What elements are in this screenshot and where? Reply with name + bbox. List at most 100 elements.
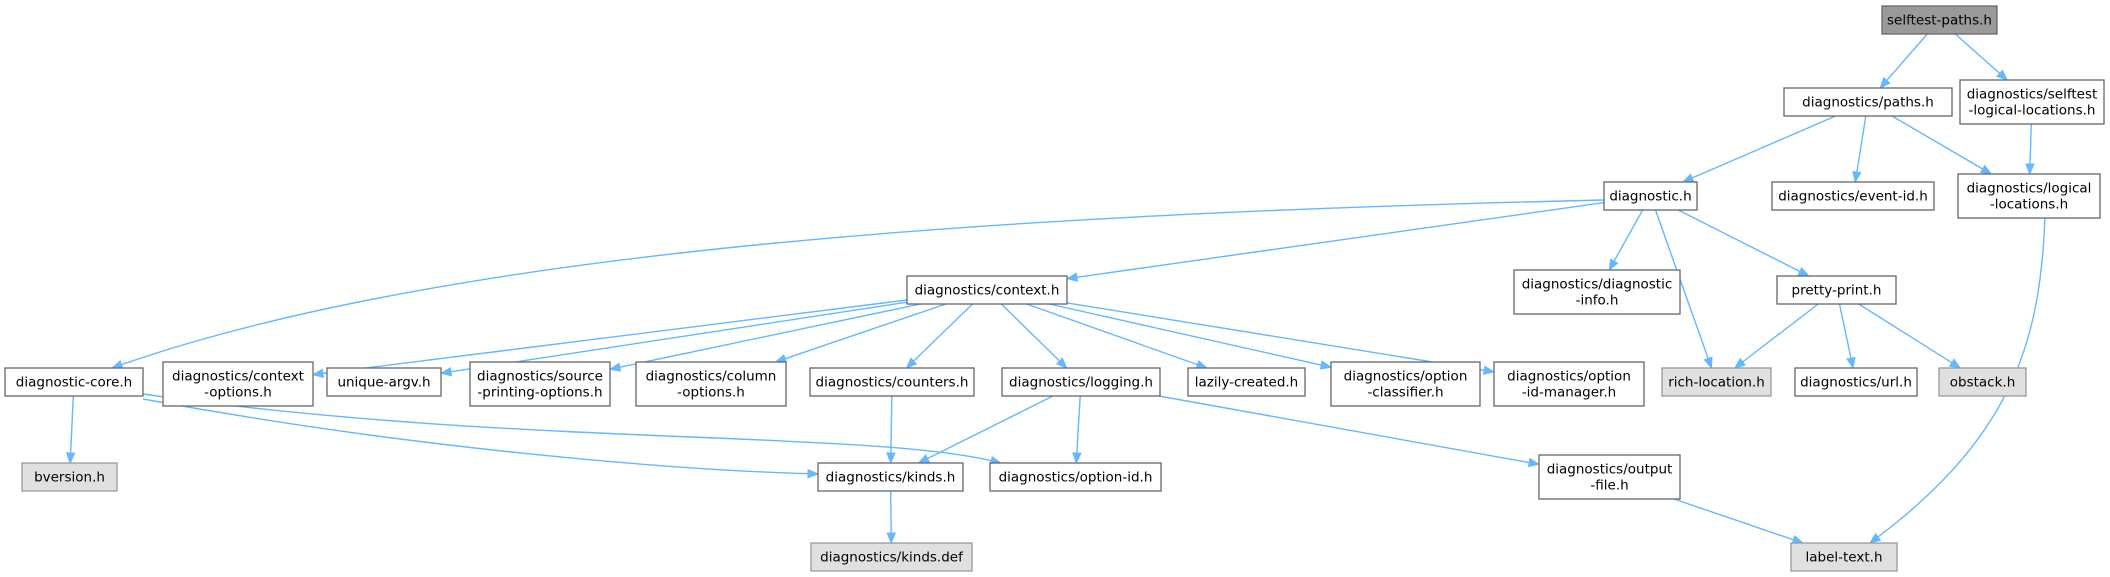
edge-logging-to-option_id — [1072, 395, 1082, 465]
node-diagnostic[interactable]: diagnostic.h — [1603, 181, 1698, 211]
arrowhead-icon — [917, 454, 931, 464]
edge-line — [1612, 209, 1644, 263]
arrowhead-icon — [1852, 170, 1862, 184]
arrowhead-icon — [2025, 163, 2035, 176]
node-box — [906, 275, 1068, 305]
edge-context-to-source_print — [608, 303, 921, 372]
node-box — [21, 462, 118, 492]
node-box — [1513, 269, 1681, 315]
node-label: diagnostics/context — [172, 369, 304, 385]
node-diag-core[interactable]: diagnostic-core.h — [4, 367, 144, 397]
node-label-text: label-text.h — [1790, 542, 1898, 572]
node-event-id[interactable]: diagnostics/event-id.h — [1771, 181, 1935, 211]
node-box — [809, 367, 975, 397]
node-source-print[interactable]: diagnostics/source-printing-options.h — [469, 361, 611, 407]
node-label: diagnostics/option — [1344, 369, 1468, 385]
edge-line — [142, 398, 810, 475]
node-label: unique-argv.h — [337, 375, 430, 391]
node-pretty-print[interactable]: pretty-print.h — [1776, 275, 1897, 305]
node-label: diagnostics/url.h — [1800, 375, 1912, 391]
edge-line — [1741, 303, 1819, 364]
node-bversion: bversion.h — [21, 462, 118, 492]
edge-logging-to-kinds — [917, 395, 1054, 464]
edge-line — [1838, 303, 1852, 360]
node-label: -options.h — [677, 385, 745, 401]
node-label: -file.h — [1590, 478, 1628, 494]
node-label: diagnostics/option — [1507, 369, 1631, 385]
node-box — [162, 361, 314, 407]
node-box — [326, 367, 442, 397]
node-logical[interactable]: diagnostics/logical-locations.h — [1957, 173, 2101, 219]
node-label: diagnostics/logical — [1967, 181, 2092, 197]
edge-diagnostic-to-rich_location — [1654, 209, 1713, 370]
node-box — [1776, 275, 1897, 305]
node-label: pretty-print.h — [1792, 283, 1882, 299]
node-box — [4, 367, 144, 397]
edge-line — [890, 490, 892, 535]
node-paths[interactable]: diagnostics/paths.h — [1783, 87, 1953, 117]
edge-logging-to-output_file — [1158, 395, 1541, 468]
node-unique-argv[interactable]: unique-argv.h — [326, 367, 442, 397]
node-option-id[interactable]: diagnostics/option-id.h — [989, 462, 1162, 492]
node-label: diagnostics/logging.h — [1009, 375, 1153, 391]
arrowhead-icon — [65, 452, 76, 465]
edge-context-to-opt_id_mgr — [1066, 302, 1496, 375]
node-label: diagnostics/kinds.def — [820, 550, 964, 566]
edge-line — [1158, 395, 1531, 464]
edge-line — [1654, 209, 1710, 360]
node-box — [1957, 173, 2101, 219]
node-ctx-options[interactable]: diagnostics/context-options.h — [162, 361, 314, 407]
node-label: diagnostics/output — [1547, 462, 1673, 478]
node-opt-id-mgr[interactable]: diagnostics/option-id-manager.h — [1493, 361, 1645, 407]
node-selftest-paths[interactable]: selftest-paths.h — [1881, 5, 1998, 35]
node-label: diagnostic.h — [1609, 189, 1691, 205]
edge-line — [142, 393, 993, 462]
edge-line — [1075, 201, 1605, 279]
edge-line — [912, 303, 973, 363]
arrowhead-icon — [886, 532, 896, 545]
node-box — [1493, 361, 1645, 407]
node-box — [1187, 367, 1306, 397]
node-label: diagnostics/diagnostic — [1522, 277, 1673, 293]
node-kinds[interactable]: diagnostics/kinds.h — [817, 462, 964, 492]
edge-paths-to-logical — [1891, 115, 1993, 175]
node-box — [989, 462, 1162, 492]
edge-line — [69, 395, 74, 455]
node-label: obstack.h — [1950, 375, 2016, 391]
node-box — [1959, 79, 2105, 125]
node-context[interactable]: diagnostics/context.h — [906, 275, 1068, 305]
node-opt-classifier[interactable]: diagnostics/option-classifier.h — [1330, 361, 1481, 407]
node-logging[interactable]: diagnostics/logging.h — [1001, 367, 1161, 397]
edge-line — [1954, 33, 2001, 75]
edge-line — [1891, 115, 1984, 171]
edge-output_file-to-label_text — [1673, 498, 1805, 545]
node-lazily[interactable]: lazily-created.h — [1187, 367, 1306, 397]
edge-context-to-lazily — [1026, 303, 1209, 369]
edge-line — [783, 303, 947, 360]
edge-line — [1858, 303, 1954, 364]
node-output-file[interactable]: diagnostics/output-file.h — [1538, 454, 1681, 500]
arrowhead-icon — [1319, 360, 1333, 370]
edge-diagnostic-to-diag_info — [1608, 209, 1644, 272]
node-counters[interactable]: diagnostics/counters.h — [809, 367, 975, 397]
arrowhead-icon — [1797, 267, 1810, 277]
edge-diagnostic-to-pretty_print — [1677, 209, 1810, 277]
node-label: diagnostics/kinds.h — [826, 470, 956, 486]
node-label: -locations.h — [1990, 197, 2068, 213]
node-box — [1881, 5, 1998, 35]
node-box — [1330, 361, 1481, 407]
node-diag-info[interactable]: diagnostics/diagnostic-info.h — [1513, 269, 1681, 315]
arrowhead-icon — [1072, 452, 1082, 465]
edge-kinds-to-kinds_def — [886, 490, 896, 545]
node-box — [1783, 87, 1953, 117]
edge-line — [1066, 302, 1486, 372]
edge-line — [890, 395, 893, 455]
edge-context-to-logging — [1000, 303, 1068, 369]
arrowhead-icon — [608, 362, 622, 372]
node-url[interactable]: diagnostics/url.h — [1794, 367, 1918, 397]
node-selftest-logical[interactable]: diagnostics/selftest-logical-locations.h — [1959, 79, 2105, 125]
node-label: -id-manager.h — [1522, 385, 1616, 401]
node-label: diagnostics/counters.h — [816, 375, 969, 391]
node-column-opts[interactable]: diagnostics/column-options.h — [635, 361, 787, 407]
